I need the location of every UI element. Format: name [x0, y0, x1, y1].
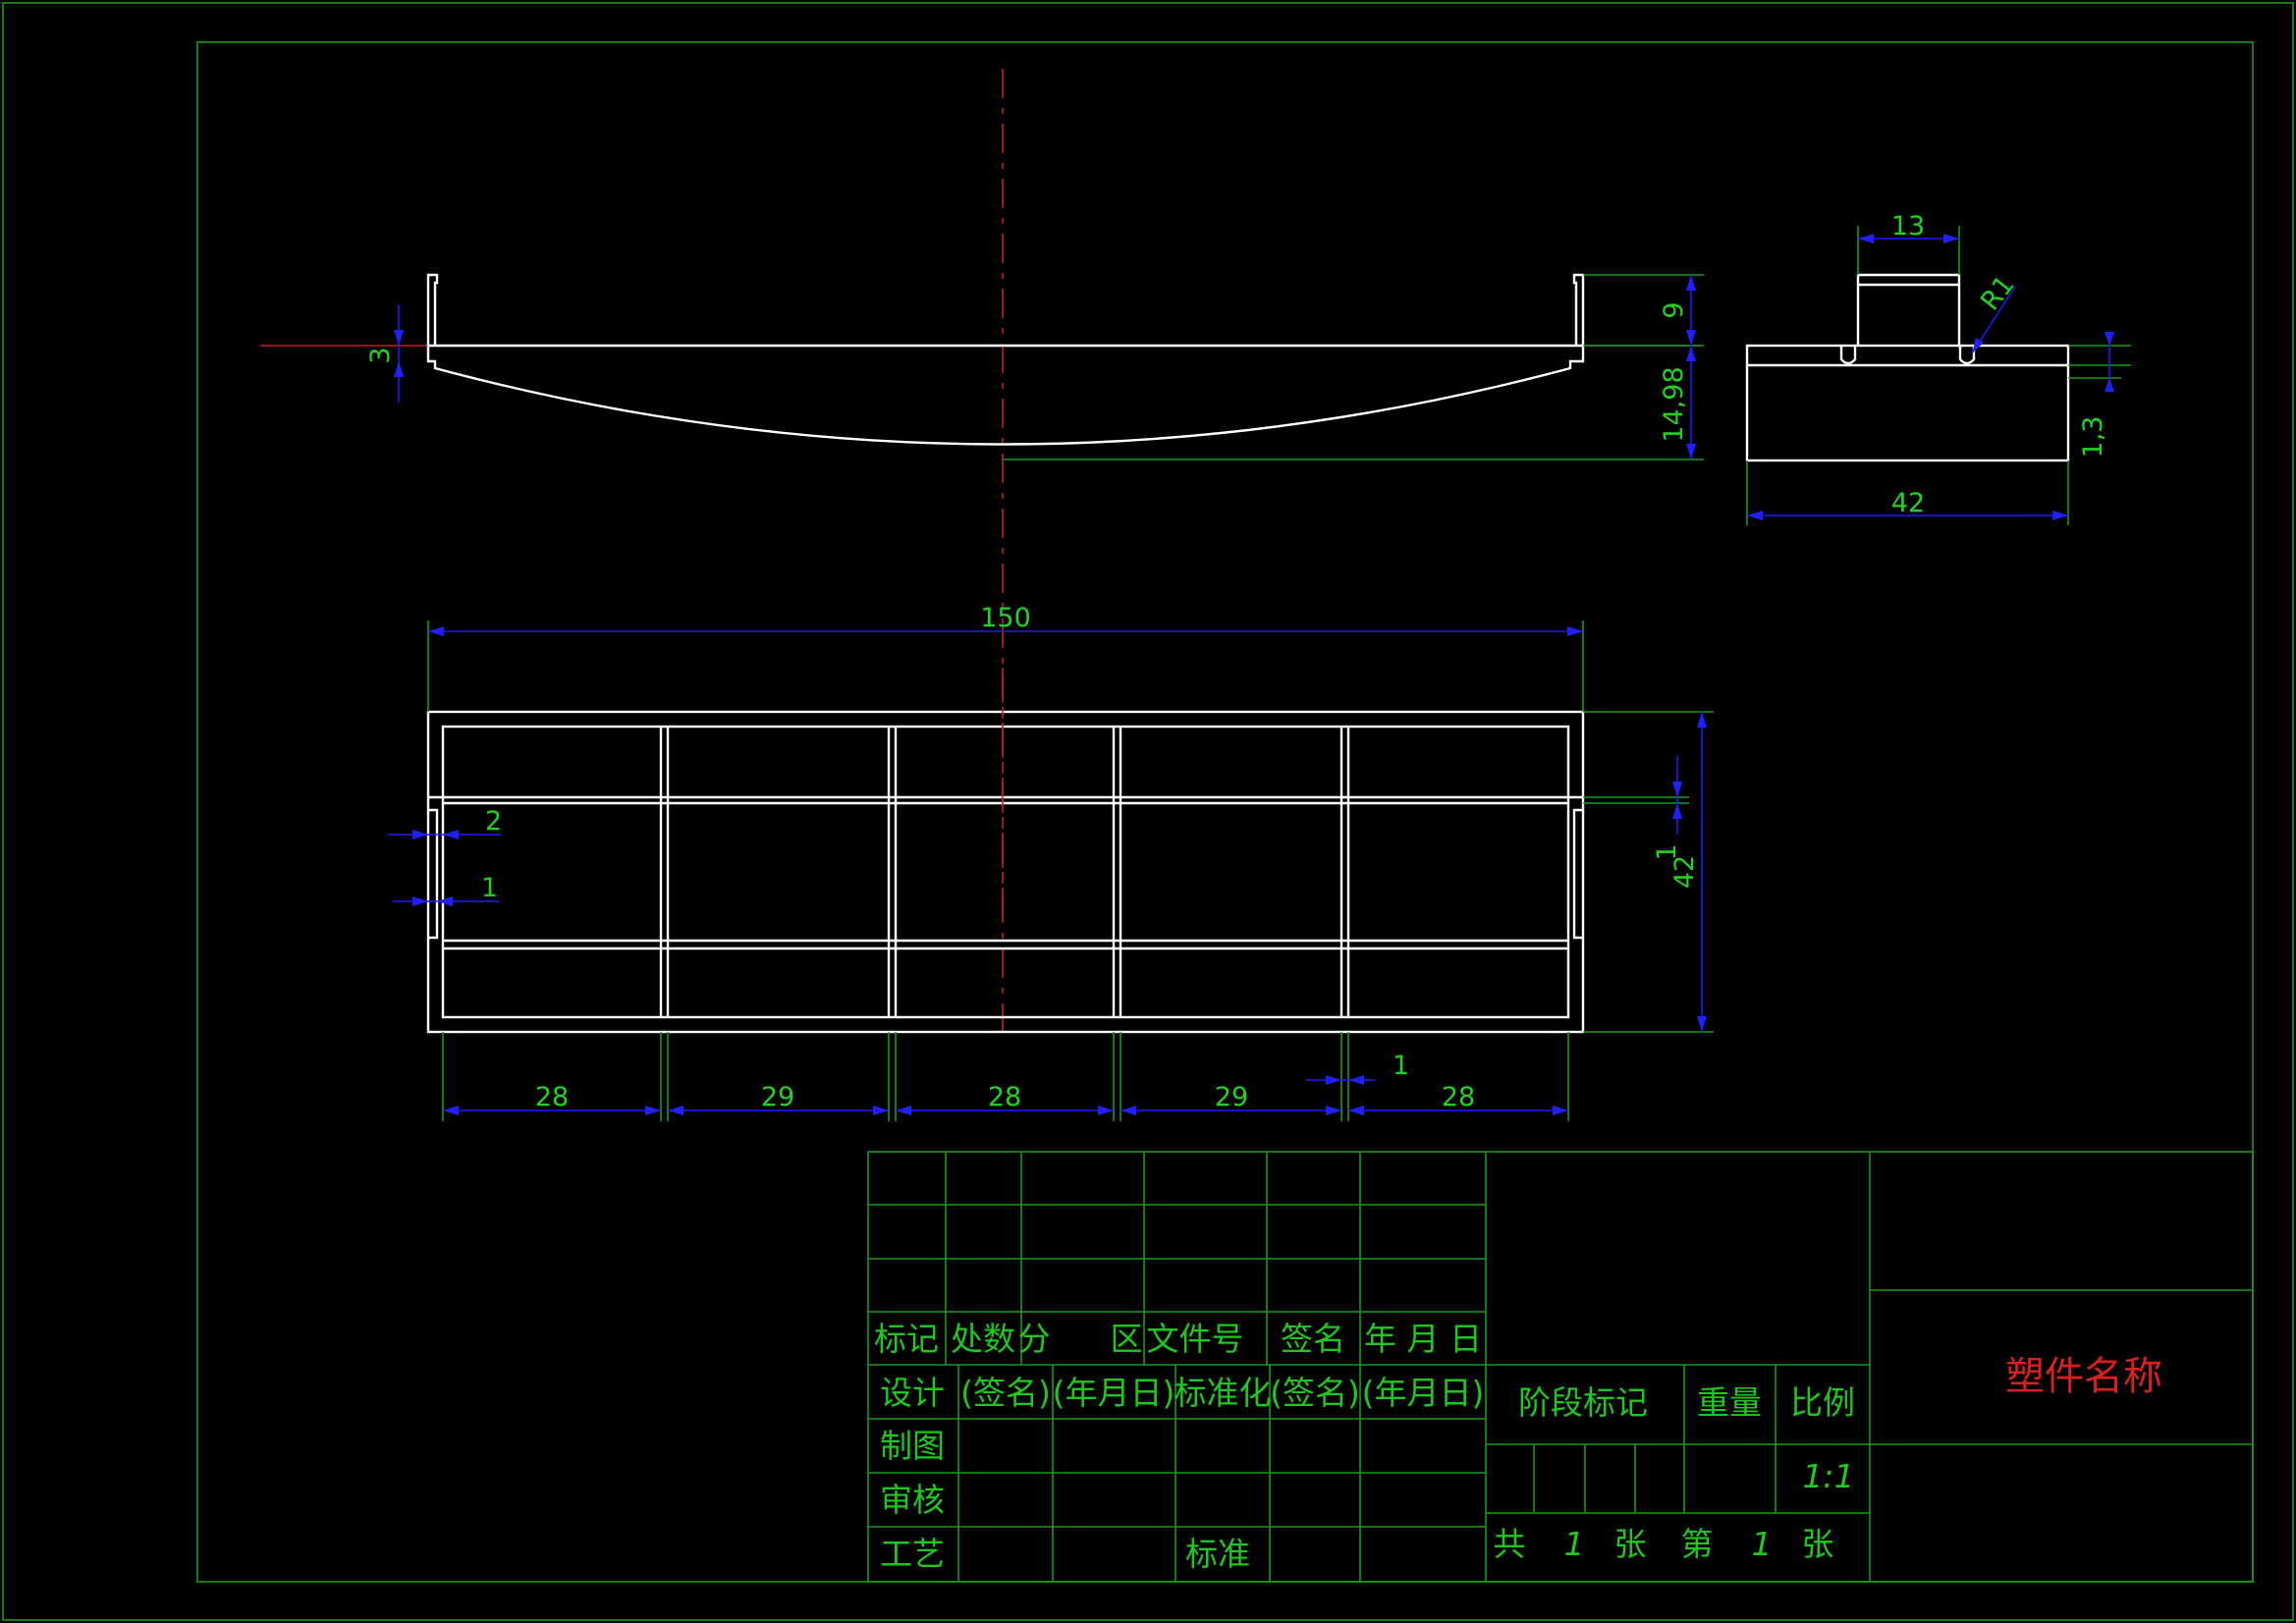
- sheet-total-value: 1: [1564, 1525, 1585, 1563]
- scale-label: 比例: [1790, 1383, 1855, 1422]
- dim-side-height: 1,3: [2078, 416, 2108, 459]
- rev-h-date: 年 月 日: [1364, 1320, 1482, 1358]
- rev-h-mark: 标记: [874, 1320, 939, 1358]
- rev-h-zone: 区: [1111, 1320, 1143, 1358]
- side-rib: [1856, 273, 1961, 346]
- row-draw: 制图: [880, 1427, 945, 1465]
- rev-h-count: 处数: [951, 1320, 1015, 1358]
- sheet-index-unit: 张: [1802, 1525, 1834, 1563]
- row-std-sign: (签名): [1270, 1374, 1360, 1412]
- dim-edge: 3: [365, 347, 396, 363]
- dim-cell-2: 29: [761, 1082, 794, 1112]
- front-view: 3 9 14,98: [260, 69, 1704, 1041]
- right-rib: [1572, 273, 1585, 346]
- rev-h-doc: 文件号: [1147, 1320, 1244, 1358]
- dim-radius: R1: [1975, 270, 2021, 316]
- side-body: [1745, 344, 2070, 462]
- top-view: 150 2 1 42 1: [388, 603, 1714, 1121]
- dim-overall-length: 150: [980, 603, 1031, 633]
- row-approve: 标准: [1185, 1535, 1250, 1573]
- dim-cell-5: 28: [1442, 1082, 1475, 1112]
- dim-cell-1: 28: [535, 1082, 569, 1112]
- rev-h-sign: 签名: [1281, 1320, 1345, 1358]
- frame-outer: [426, 710, 1585, 1034]
- rev-h-part: 分: [1018, 1320, 1051, 1358]
- sheet-index-label: 第: [1681, 1525, 1714, 1563]
- row-check: 审核: [880, 1481, 945, 1519]
- tray-body-profile: [426, 344, 1585, 446]
- frame-inner: [441, 725, 1570, 1019]
- dim-slot-b: 1: [481, 873, 498, 903]
- sheet-total-unit: 张: [1614, 1525, 1647, 1563]
- dim-cell-3: 28: [988, 1082, 1021, 1112]
- row-std-date: (年月日): [1362, 1374, 1485, 1412]
- dim-overall-width: 42: [1669, 855, 1700, 889]
- sheet-index-value: 1: [1752, 1525, 1773, 1563]
- side-view: 13 R1 1,3 42: [1745, 211, 2131, 525]
- dim-width-small: 1: [1652, 843, 1682, 860]
- dim-rib: 9: [1659, 301, 1689, 318]
- dim-cell-4: 29: [1215, 1082, 1248, 1112]
- title-block: 标记 处数 分 区 文件号 签名 年 月 日 设计 (签名) (年月日) 标准化…: [867, 1151, 2254, 1583]
- scale-value: 1:1: [1802, 1457, 1854, 1495]
- row-design: 设计: [880, 1374, 945, 1412]
- row-design-sign: (签名): [960, 1374, 1051, 1412]
- row-standardize: 标准化: [1175, 1374, 1272, 1412]
- stage-label: 阶段标记: [1518, 1383, 1648, 1422]
- dim-length: 42: [1891, 488, 1925, 518]
- left-rib: [426, 273, 439, 346]
- dim-cell-gap: 1: [1393, 1051, 1409, 1081]
- dim-slot-a: 2: [485, 806, 502, 837]
- row-process: 工艺: [880, 1535, 945, 1573]
- dim-width: 13: [1891, 211, 1925, 242]
- sheet-total-label: 共: [1494, 1525, 1526, 1563]
- part-name: 塑件名称: [2005, 1354, 2162, 1399]
- weight-label: 重量: [1697, 1383, 1762, 1422]
- row-design-date: (年月日): [1053, 1374, 1175, 1412]
- dim-height: 14,98: [1659, 366, 1689, 442]
